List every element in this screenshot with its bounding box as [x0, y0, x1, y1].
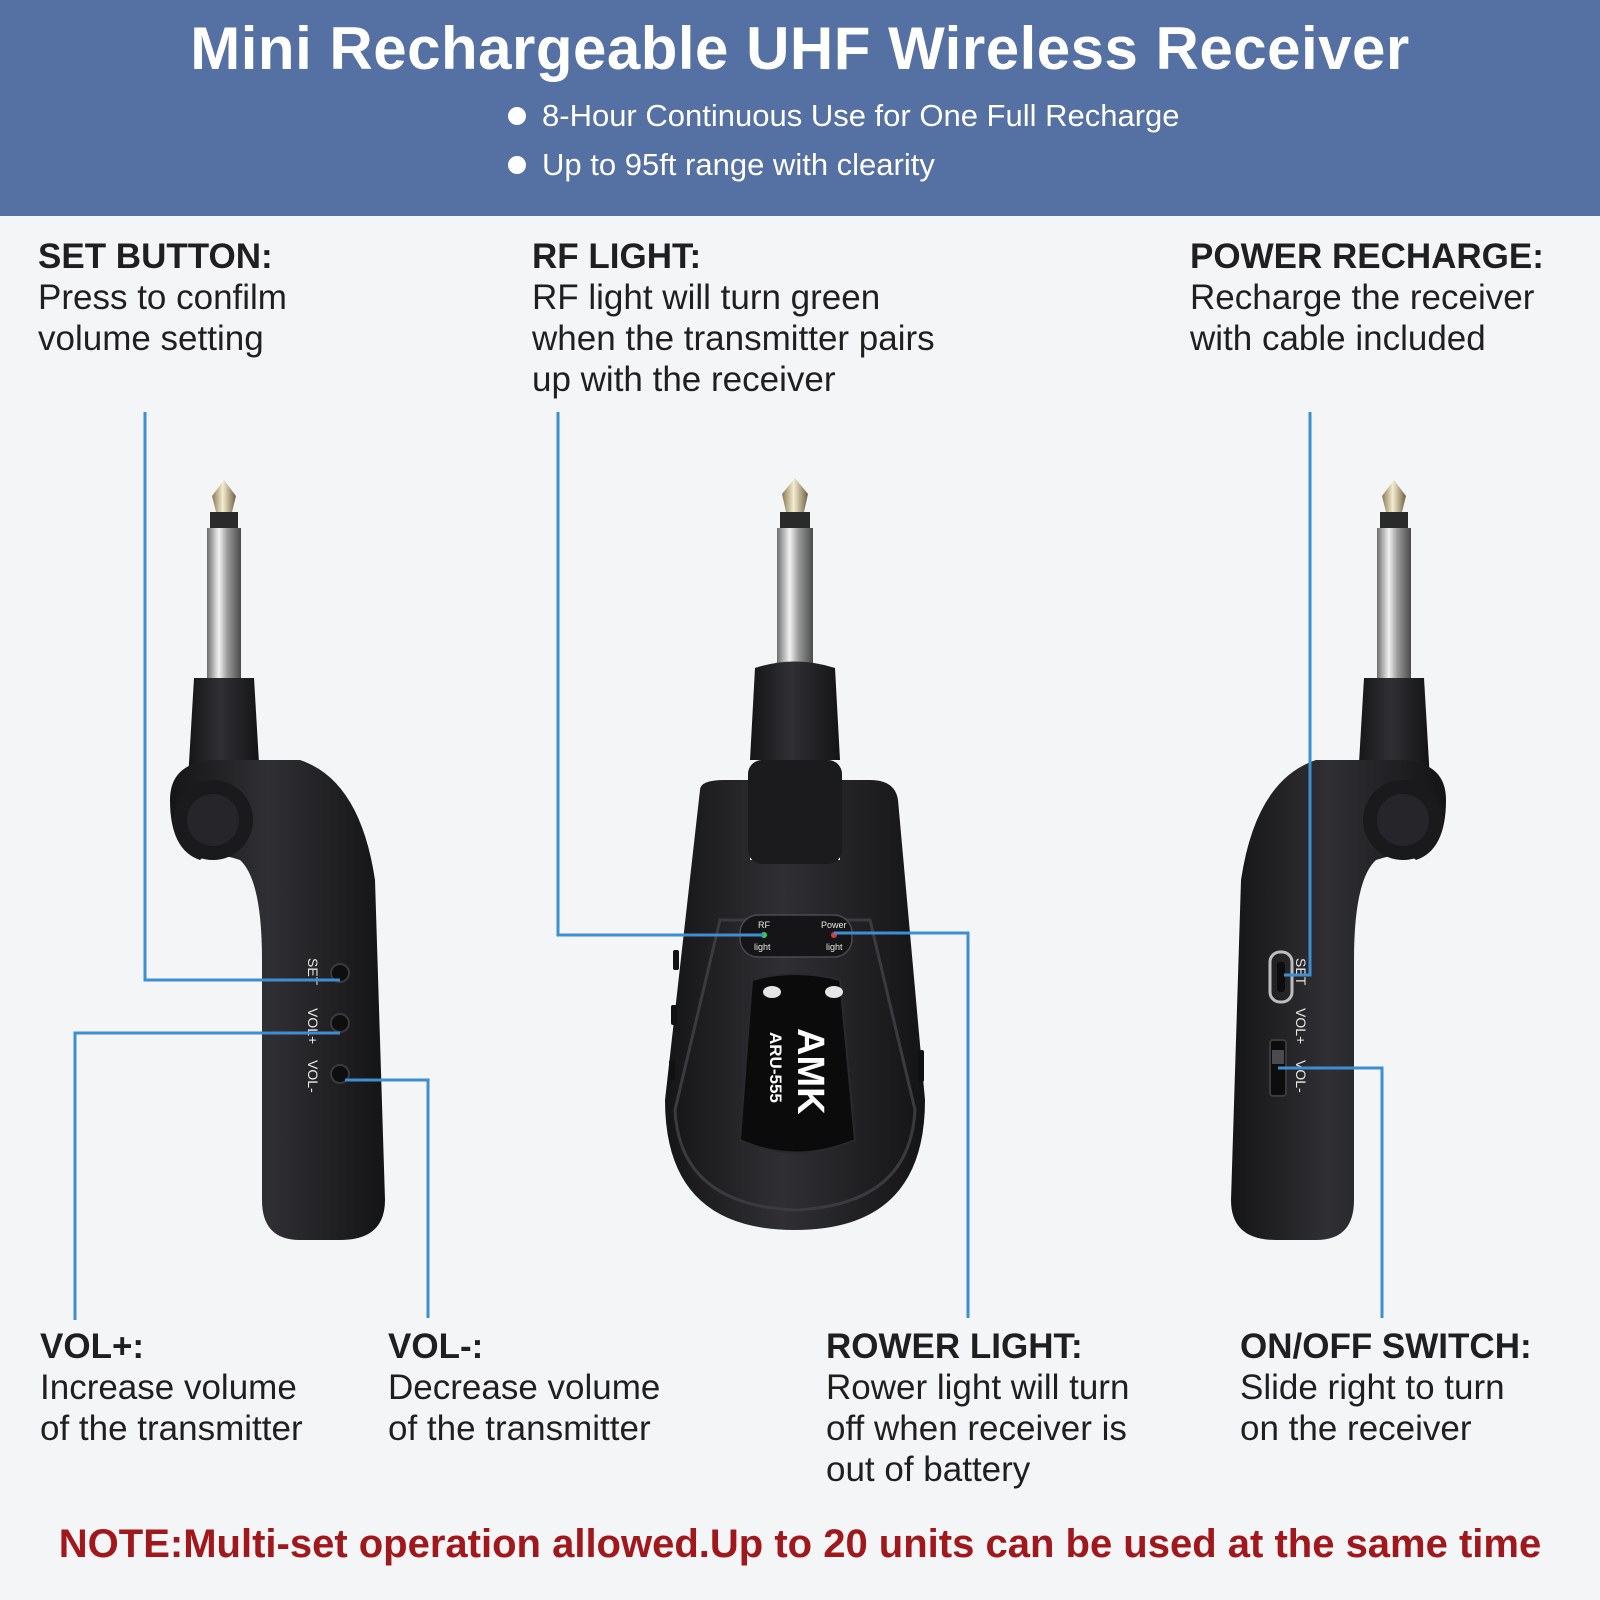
callout-title: ON/OFF SWITCH:	[1240, 1327, 1532, 1366]
leader-line-rf	[556, 412, 764, 937]
page-title: Mini Rechargeable UHF Wireless Receiver	[190, 15, 1410, 82]
rf-label: RF	[758, 920, 770, 930]
jack-collar	[210, 512, 238, 528]
jack-tip	[782, 478, 808, 512]
model-number: ARU-555	[766, 1032, 785, 1103]
callout-vol-minus: VOL-: Decrease volume of the transmitter	[388, 1326, 660, 1449]
jack-collar	[780, 512, 810, 528]
callout-set-button: SET BUTTON: Press to confilm volume sett…	[38, 236, 287, 359]
callout-power-recharge: POWER RECHARGE: Recharge the receiver wi…	[1190, 236, 1544, 359]
feature-bullet: 8-Hour Continuous Use for One Full Recha…	[508, 98, 1180, 134]
jack-tip	[1382, 480, 1406, 512]
brand-logo: AMK	[789, 1028, 831, 1115]
feature-text: 8-Hour Continuous Use for One Full Recha…	[542, 98, 1180, 133]
leader-line-set	[143, 412, 340, 982]
callout-title: VOL-:	[388, 1327, 484, 1366]
callout-title: POWER RECHARGE:	[1190, 237, 1544, 276]
jack-shaft	[777, 528, 813, 668]
feature-text: Up to 95ft range with clearity	[542, 147, 935, 182]
callout-vol-plus: VOL+: Increase volume of the transmitter	[40, 1326, 303, 1449]
leader-line-power	[834, 931, 970, 1318]
receiver-front-center: RF light Power light AMK ARU-555	[665, 478, 925, 1230]
leader-line-vol-minus	[345, 1078, 430, 1318]
side-label-vol-plus: VOL+	[1293, 1008, 1309, 1044]
callout-title: VOL+:	[40, 1327, 145, 1366]
side-label-vol-minus: VOL-	[1293, 1060, 1309, 1093]
leader-lines	[73, 412, 1384, 1320]
callout-rf-light: RF LIGHT: RF light will turn green when …	[532, 236, 935, 400]
leader-line-switch	[1278, 1066, 1384, 1318]
feature-bullet: Up to 95ft range with clearity	[508, 147, 935, 183]
logo-plate	[738, 973, 857, 1154]
vol-plus-button	[330, 1013, 350, 1033]
callout-title: ROWER LIGHT:	[826, 1327, 1083, 1366]
callout-text: Decrease volume of the transmitter	[388, 1368, 661, 1448]
bullet-dot-icon	[508, 156, 526, 174]
callout-text: Increase volume of the transmitter	[40, 1368, 303, 1448]
callout-text: Press to confilm volume setting	[38, 278, 287, 358]
jack-shaft	[1377, 528, 1411, 678]
leader-line-vol-plus	[73, 1031, 340, 1320]
jack-collar	[1380, 512, 1408, 528]
rf-label-sub: light	[754, 942, 771, 952]
callout-text: Rower light will turn off when receiver …	[826, 1368, 1130, 1489]
callout-rower-light: ROWER LIGHT: Rower light will turn off w…	[826, 1326, 1129, 1490]
note-text: NOTE:Multi-set operation allowed.Up to 2…	[58, 1522, 1542, 1566]
callout-text: RF light will turn green when the transm…	[532, 278, 935, 399]
receiver-side-right: SET VOL+ VOL-	[1231, 480, 1446, 1240]
power-label-sub: light	[826, 942, 843, 952]
callout-onoff-switch: ON/OFF SWITCH: Slide right to turn on th…	[1240, 1326, 1532, 1449]
header-banner: Mini Rechargeable UHF Wireless Receiver …	[0, 0, 1600, 216]
usb-port-icon	[1268, 950, 1294, 1004]
leader-line-recharge	[1284, 412, 1312, 977]
jack-tip	[212, 480, 236, 512]
receiver-side-left: SET VOL+ VOL-	[170, 480, 385, 1240]
callout-title: RF LIGHT:	[532, 237, 702, 276]
bullet-dot-icon	[508, 107, 526, 125]
power-label: Power	[821, 920, 847, 930]
callout-text: Slide right to turn on the receiver	[1240, 1368, 1505, 1448]
callout-text: Recharge the receiver with cable include…	[1190, 278, 1535, 358]
side-label-set: SET	[1293, 958, 1309, 986]
set-button	[330, 963, 350, 983]
jack-shaft	[207, 528, 241, 678]
side-label-vol-minus: VOL-	[305, 1060, 321, 1093]
callout-title: SET BUTTON:	[38, 237, 273, 276]
side-label-vol-plus: VOL+	[305, 1008, 321, 1044]
vol-minus-button	[330, 1064, 350, 1084]
side-label-set: SET	[305, 958, 321, 986]
